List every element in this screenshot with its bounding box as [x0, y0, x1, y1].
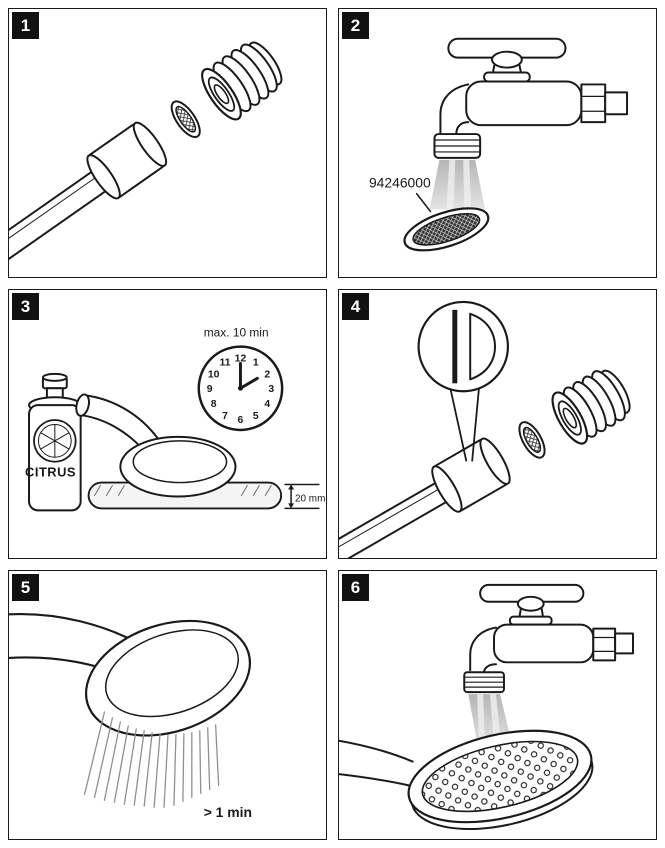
step-number-badge: 5	[12, 574, 39, 601]
step-3-illustration: max. 10 min 12 1 2 3 4 5 6 7 8 9 10	[25, 326, 325, 512]
magnifier-detail	[417, 300, 510, 462]
clock-number: 10	[208, 369, 220, 380]
tap	[433, 37, 629, 159]
mesh-washer	[170, 100, 201, 139]
clock-number: 4	[264, 399, 270, 410]
clock-number: 9	[207, 384, 213, 395]
part-number-label: 94246000	[369, 175, 431, 191]
threaded-connector	[551, 369, 631, 445]
label-leader-line	[415, 192, 432, 213]
step-number-badge: 4	[342, 293, 369, 320]
shower-hose	[9, 169, 109, 277]
water-stream	[429, 159, 486, 210]
depth-dimension: 20 mm	[284, 483, 325, 510]
step-number-badge: 3	[12, 293, 39, 320]
clock-number: 2	[264, 369, 270, 380]
washer-edge-view	[452, 309, 458, 384]
clock-number: 5	[253, 411, 259, 422]
instruction-step-5: 5	[8, 570, 327, 840]
shower-hose	[339, 481, 450, 558]
liquid-surface	[87, 485, 283, 510]
filter-screen	[403, 207, 490, 252]
spray-lines	[83, 711, 220, 808]
nozzle-face	[421, 740, 579, 813]
clock-number: 8	[211, 399, 217, 410]
filter-dome-profile	[469, 312, 497, 381]
clock-center	[237, 385, 243, 391]
cleaning-agent-bottle: CITRUS	[25, 372, 82, 512]
step-6-illustration	[339, 583, 634, 831]
clock-number: 1	[253, 357, 259, 368]
clock-number: 7	[222, 411, 228, 422]
wall-connector	[592, 627, 634, 662]
aerator	[433, 133, 482, 159]
bottle-brand-label: CITRUS	[25, 465, 76, 480]
soak-time-label: max. 10 min	[204, 326, 269, 340]
hour-hand	[238, 376, 259, 390]
step-4-illustration	[339, 300, 631, 558]
duration-label: > 1 min	[204, 804, 252, 820]
tap	[463, 583, 634, 694]
mesh-washer	[518, 421, 546, 459]
step-number-badge: 6	[342, 574, 369, 601]
step-5-illustration: > 1 min	[9, 613, 252, 820]
hand-shower	[9, 613, 252, 737]
instruction-step-6: 6	[338, 570, 657, 840]
wall-connector	[580, 83, 629, 124]
step-2-illustration: 94246000	[369, 37, 629, 252]
clock-number: 6	[238, 415, 244, 426]
clock-number: 3	[268, 384, 274, 395]
instruction-step-4: 4	[338, 289, 657, 559]
hose-nut	[86, 121, 168, 200]
depth-label: 20 mm	[295, 493, 325, 504]
hose-nut	[431, 437, 511, 513]
step-number-badge: 2	[342, 12, 369, 39]
clock-number: 12	[235, 353, 247, 364]
instruction-step-3: 3 max. 10 min 12 1 2 3 4 5 6 7 8	[8, 289, 327, 559]
instruction-step-1: 1	[8, 8, 327, 278]
aerator	[463, 671, 505, 694]
lemon-icon	[33, 419, 77, 463]
step-1-illustration	[9, 41, 283, 277]
clock-number: 11	[220, 357, 231, 368]
hand-shower-face	[339, 729, 594, 831]
instruction-step-2: 2	[338, 8, 657, 278]
threaded-connector	[201, 41, 283, 121]
step-number-badge: 1	[12, 12, 39, 39]
hand-shower-in-tray	[75, 393, 237, 498]
clock: 12 1 2 3 4 5 6 7 8 9 10 11	[197, 345, 284, 432]
